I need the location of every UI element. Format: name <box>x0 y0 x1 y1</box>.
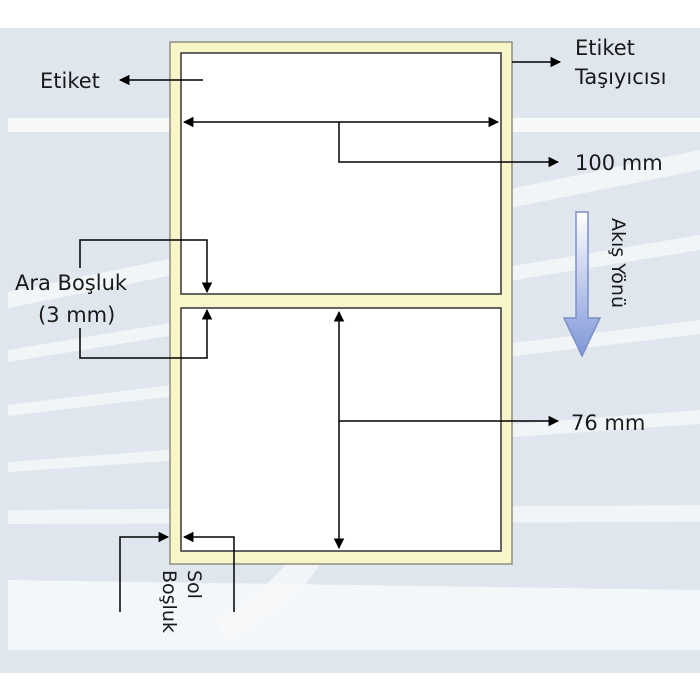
carrier-text-line2: Taşıyıcısı <box>574 65 666 89</box>
top-label <box>180 52 502 295</box>
width-leader <box>338 122 560 168</box>
bottom-label <box>180 307 502 552</box>
flow-direction-arrow <box>562 211 602 358</box>
gap-text-line1: Ara Boşluk <box>15 271 128 295</box>
carrier-text-line1: Etiket <box>575 36 635 60</box>
left-margin-text-line1: Sol <box>183 570 205 599</box>
height-text: 76 mm <box>571 411 645 435</box>
flow-text: Akış Yönü <box>607 218 629 308</box>
left-margin-text-line2: Boşluk <box>158 570 180 633</box>
gap-arrow-top <box>79 239 213 294</box>
gap-text-line2: (3 mm) <box>38 303 115 327</box>
left-margin-arrow-right <box>182 531 235 612</box>
label-text: Etiket <box>40 69 100 93</box>
width-text: 100 mm <box>575 151 663 175</box>
gap-arrow-bottom <box>79 308 213 359</box>
left-margin-arrow-left <box>119 531 170 612</box>
